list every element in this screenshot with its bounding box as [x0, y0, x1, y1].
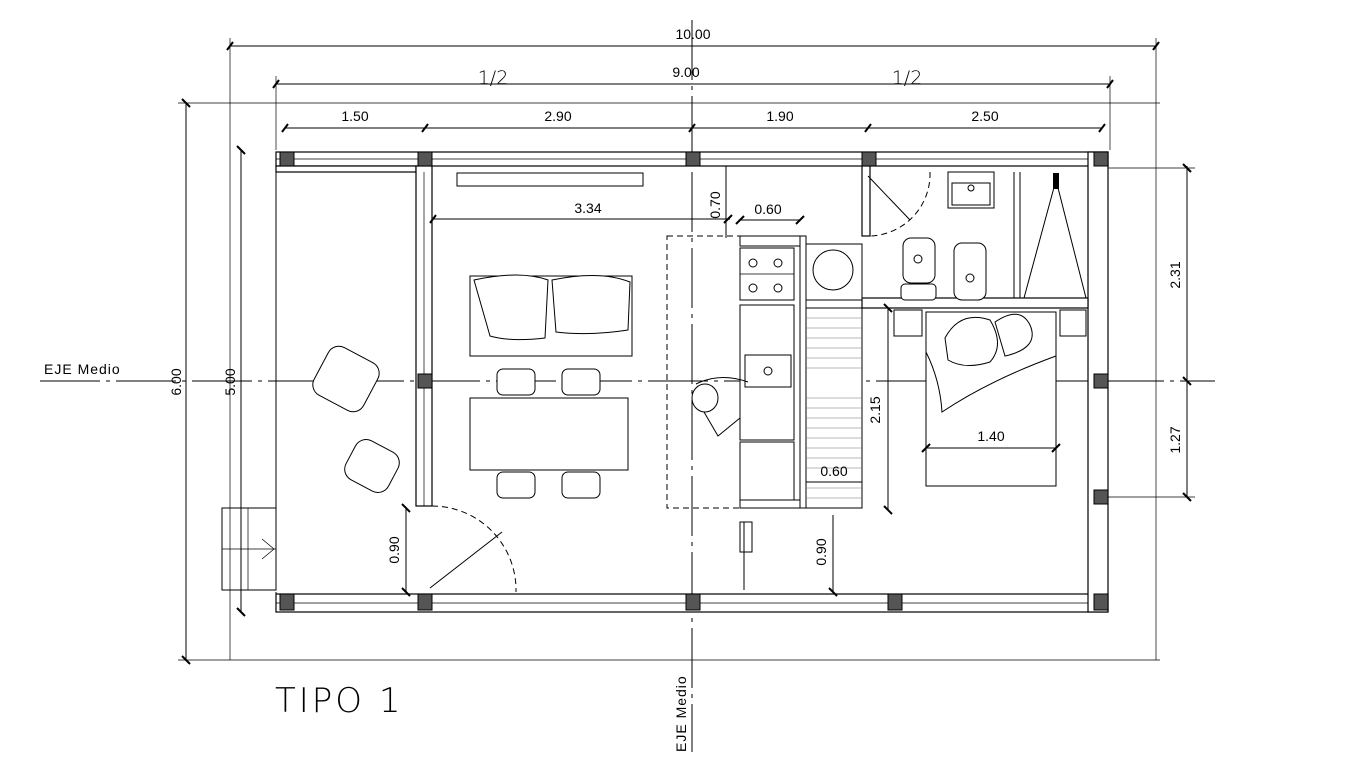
plan-title: TIPO 1 — [275, 681, 404, 721]
svg-text:9.00: 9.00 — [672, 64, 699, 80]
dining-table — [469, 368, 629, 499]
entrance-step — [221, 507, 277, 591]
armchairs — [312, 345, 400, 493]
svg-text:0.70: 0.70 — [707, 191, 723, 218]
dimension-segments: 1.50 2.90 1.90 2.50 — [281, 108, 1106, 133]
svg-text:EJE Medio: EJE Medio — [673, 675, 689, 752]
svg-text:0.60: 0.60 — [754, 201, 781, 217]
svg-text:5.00: 5.00 — [222, 368, 238, 395]
svg-text:2.31: 2.31 — [1167, 261, 1183, 288]
svg-text:2.15: 2.15 — [867, 396, 883, 423]
svg-text:1.90: 1.90 — [766, 108, 793, 124]
svg-text:0.90: 0.90 — [386, 536, 402, 563]
svg-text:0.60: 0.60 — [820, 463, 847, 479]
dimension-inner-width: 9.00 1/2 1/2 — [272, 64, 1114, 89]
svg-text:6.00: 6.00 — [168, 368, 184, 395]
svg-text:10.00: 10.00 — [675, 26, 710, 42]
entry-door: 0.90 — [386, 503, 517, 597]
dimension-overall-width: 10.00 — [226, 26, 1160, 51]
axis-vertical: EJE Medio — [673, 20, 693, 752]
living-area: 3.34 0.90 — [312, 172, 733, 597]
svg-text:1.40: 1.40 — [977, 428, 1004, 444]
svg-text:0.90: 0.90 — [813, 538, 829, 565]
svg-text:2.90: 2.90 — [544, 108, 571, 124]
person — [691, 377, 749, 437]
svg-text:2.50: 2.50 — [971, 108, 998, 124]
hall: 0.60 2.15 0.90 — [805, 303, 893, 597]
svg-text:EJE Medio: EJE Medio — [44, 361, 121, 377]
svg-text:1/2: 1/2 — [478, 67, 509, 89]
kitchen-area: 0.70 0.60 — [666, 166, 863, 590]
svg-text:1/2: 1/2 — [892, 67, 923, 89]
sofa — [469, 274, 633, 357]
svg-text:1.50: 1.50 — [341, 108, 368, 124]
bedroom: 1.40 — [893, 309, 1087, 487]
bathroom — [867, 171, 1087, 301]
svg-text:1.27: 1.27 — [1167, 426, 1183, 453]
reference-frame — [178, 38, 1160, 661]
svg-text:3.34: 3.34 — [574, 200, 601, 216]
dimension-right: 2.31 1.27 — [1100, 163, 1195, 502]
